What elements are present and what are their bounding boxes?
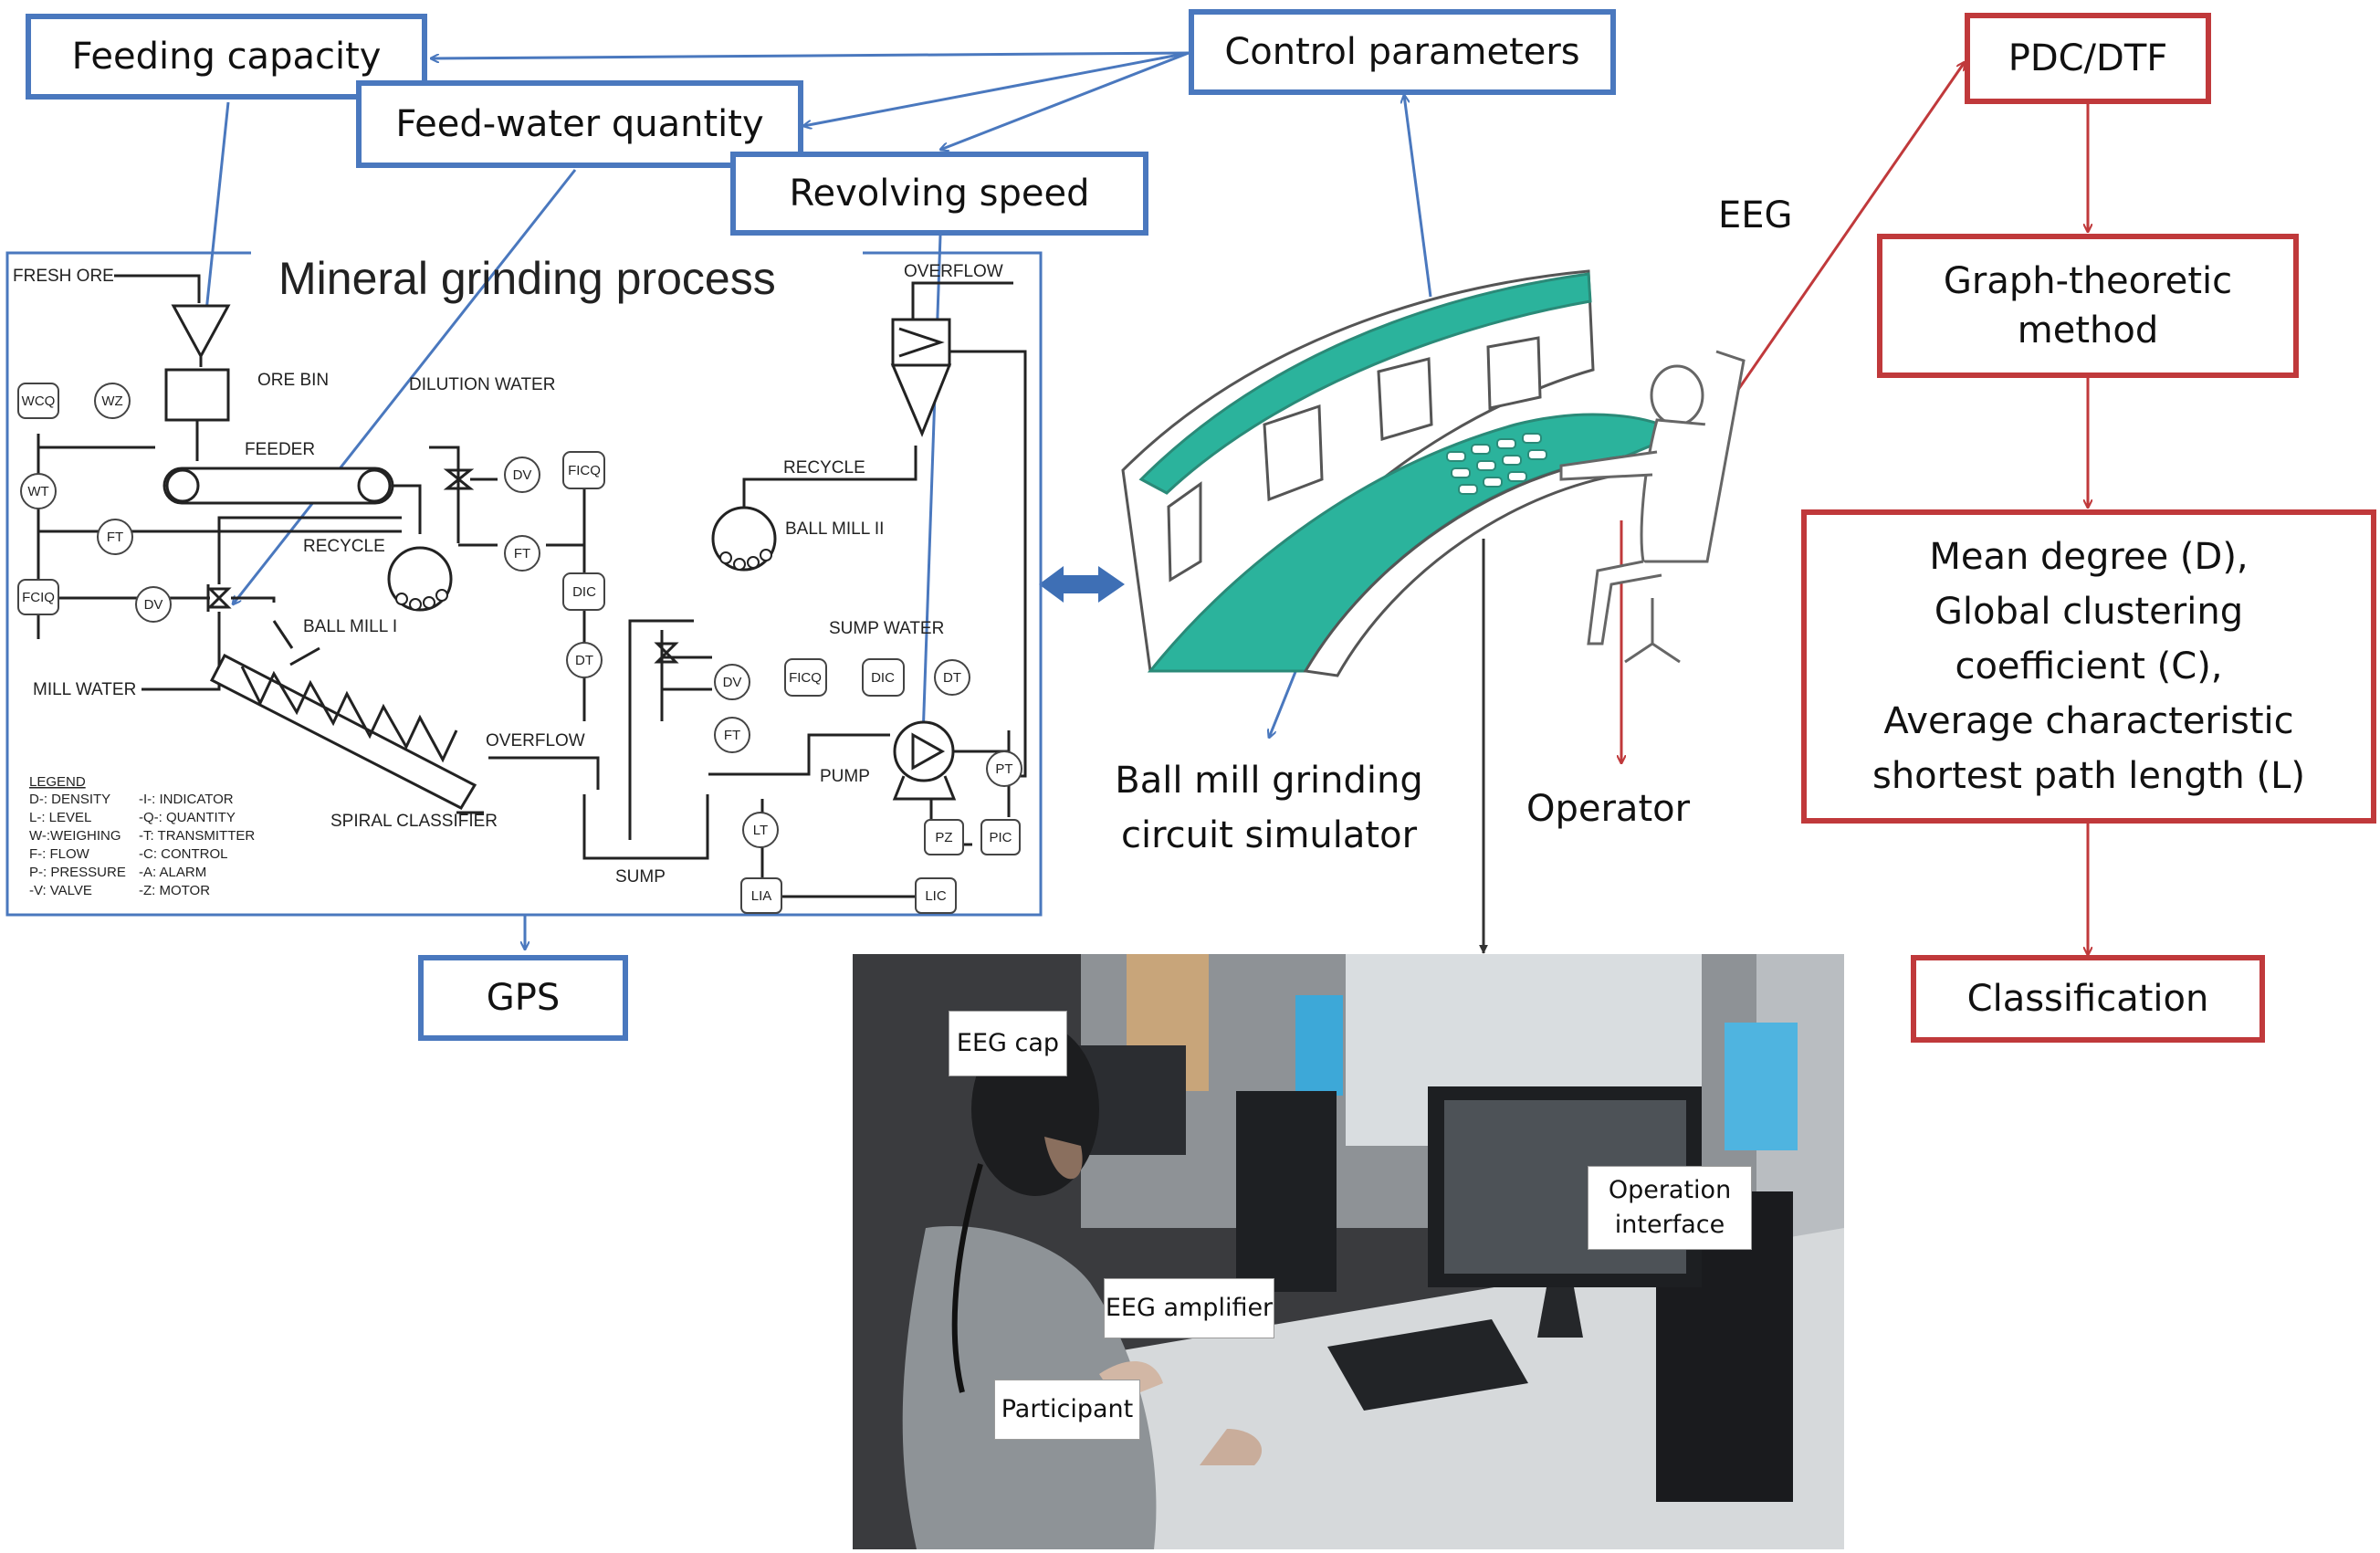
legend-title: LEGEND — [29, 774, 86, 790]
process-diagram: Mineral grinding process — [5, 251, 1043, 917]
arrow-simulator-to-control — [1404, 95, 1432, 298]
simulator-label-line1: Ball mill grinding — [1115, 760, 1423, 802]
gps-label: GPS — [486, 977, 561, 1019]
control-parameters-label: Control parameters — [1224, 31, 1580, 73]
instr-pt: PT — [995, 761, 1012, 777]
label-spiral-classifier: SPIRAL CLASSIFIER — [330, 812, 498, 831]
revolving-speed-label: Revolving speed — [789, 173, 1090, 215]
arrow-feeding-to-orebin — [204, 101, 230, 329]
instr-wz: WZ — [101, 393, 122, 409]
label-mill-water: MILL WATER — [33, 680, 136, 699]
instr-ft3: FT — [724, 728, 740, 743]
legend-left-5: -V: VALVE — [29, 883, 92, 898]
control-parameters-box: Control parameters — [1189, 9, 1616, 95]
pdc-dtf-label: PDC/DTF — [2008, 37, 2168, 79]
simulator-label: Ball mill grinding circuit simulator — [1086, 753, 1452, 863]
instr-dv2: DV — [513, 467, 532, 483]
instr-ft1: FT — [107, 530, 123, 545]
label-overflow-2: OVERFLOW — [904, 262, 1003, 281]
label-fresh-ore: FRESH ORE — [13, 267, 114, 286]
legend-right-3: -C: CONTROL — [139, 846, 228, 862]
graph-theoretic-box: Graph-theoretic method — [1877, 234, 2299, 378]
label-ball-mill-1: BALL MILL I — [303, 617, 397, 636]
arrow-control-to-feeding — [431, 51, 1190, 58]
label-pump: PUMP — [820, 767, 870, 786]
callout-operation-interface: Operation interface — [1588, 1166, 1752, 1250]
legend-right-2: -T: TRANSMITTER — [139, 828, 255, 844]
instr-ft2: FT — [514, 546, 530, 561]
feature-coefficient: coefficient (C), — [1955, 645, 2223, 687]
legend-right-5: -Z: MOTOR — [139, 883, 210, 898]
double-arrow-process-simulator — [1039, 566, 1125, 603]
eeg-label: EEG — [1718, 194, 1793, 236]
label-ore-bin: ORE BIN — [257, 371, 329, 390]
instr-pic: PIC — [989, 830, 1012, 845]
instr-wcq: WCQ — [22, 393, 56, 409]
legend-right-1: -Q-: QUANTITY — [139, 810, 236, 825]
graph-theoretic-line2: method — [2017, 310, 2159, 352]
legend-left-1: L-: LEVEL — [29, 810, 91, 825]
callout-participant: Participant — [994, 1380, 1140, 1440]
operator-label: Operator — [1526, 788, 1691, 830]
pdc-dtf-box: PDC/DTF — [1965, 13, 2211, 104]
feature-shortest-path: shortest path length (L) — [1871, 755, 2305, 797]
instr-dv3: DV — [723, 675, 742, 690]
label-sump-water: SUMP WATER — [829, 619, 944, 638]
gps-box: GPS — [418, 955, 628, 1041]
instr-lic: LIC — [925, 888, 947, 904]
label-recycle-1: RECYCLE — [303, 537, 385, 556]
features-box: Mean degree (D), Global clustering coeff… — [1801, 509, 2376, 824]
arrow-control-to-revolving — [940, 51, 1190, 150]
instr-lt: LT — [753, 823, 768, 838]
arrow-control-to-feedwater — [803, 51, 1190, 126]
legend-left-4: P-: PRESSURE — [29, 865, 126, 880]
graph-theoretic-line1: Graph-theoretic — [1943, 260, 2233, 302]
instr-dt2: DT — [943, 670, 961, 686]
classification-box: Classification — [1911, 955, 2265, 1043]
instr-fciq1: FCIQ — [22, 590, 55, 605]
feed-water-quantity-label: Feed-water quantity — [395, 103, 764, 145]
legend-left-3: F-: FLOW — [29, 846, 90, 862]
lab-photo: EEG cap Operation interface EEG amplifie… — [853, 954, 1844, 1549]
callout-operation-interface-line1: Operation — [1608, 1176, 1732, 1205]
label-overflow-1: OVERFLOW — [486, 731, 585, 750]
instr-wt: WT — [27, 484, 48, 499]
instr-dv1: DV — [144, 597, 163, 613]
callout-eeg-cap: EEG cap — [949, 1011, 1067, 1076]
label-ball-mill-2: BALL MILL II — [785, 519, 884, 539]
feature-mean-degree: Mean degree (D), — [1929, 536, 2249, 578]
feeding-capacity-label: Feeding capacity — [71, 36, 382, 78]
label-sump: SUMP — [615, 867, 666, 887]
label-dilution-water: DILUTION WATER — [409, 375, 555, 394]
legend-left-2: W-:WEIGHING — [29, 828, 121, 844]
process-legend: LEGEND D-: DENSITY L-: LEVEL W-:WEIGHING… — [29, 774, 255, 898]
instr-ficq1: FICQ — [568, 463, 601, 478]
legend-right-0: -I-: INDICATOR — [139, 792, 234, 807]
instr-dic1: DIC — [572, 584, 596, 600]
instr-lia: LIA — [751, 888, 772, 904]
process-title: Mineral grinding process — [278, 253, 776, 304]
instr-pz: PZ — [935, 830, 952, 845]
simulator-illustration — [1121, 269, 1746, 677]
label-recycle-2: RECYCLE — [783, 458, 865, 477]
callout-eeg-amplifier: EEG amplifier — [1104, 1278, 1274, 1338]
instr-ficq2: FICQ — [789, 670, 822, 686]
label-feeder: FEEDER — [245, 440, 315, 459]
feed-water-quantity-box: Feed-water quantity — [356, 80, 803, 168]
classification-label: Classification — [1966, 978, 2209, 1020]
instr-dt1: DT — [575, 653, 593, 668]
feature-global-clustering: Global clustering — [1934, 591, 2244, 633]
legend-right-4: -A: ALARM — [139, 865, 206, 880]
callout-operation-interface-line2: interface — [1614, 1211, 1725, 1239]
legend-left-0: D-: DENSITY — [29, 792, 110, 807]
revolving-speed-box: Revolving speed — [730, 152, 1148, 236]
feature-average-characteristic: Average characteristic — [1883, 700, 2294, 742]
instr-dic2: DIC — [871, 670, 895, 686]
simulator-label-line2: circuit simulator — [1120, 814, 1418, 856]
